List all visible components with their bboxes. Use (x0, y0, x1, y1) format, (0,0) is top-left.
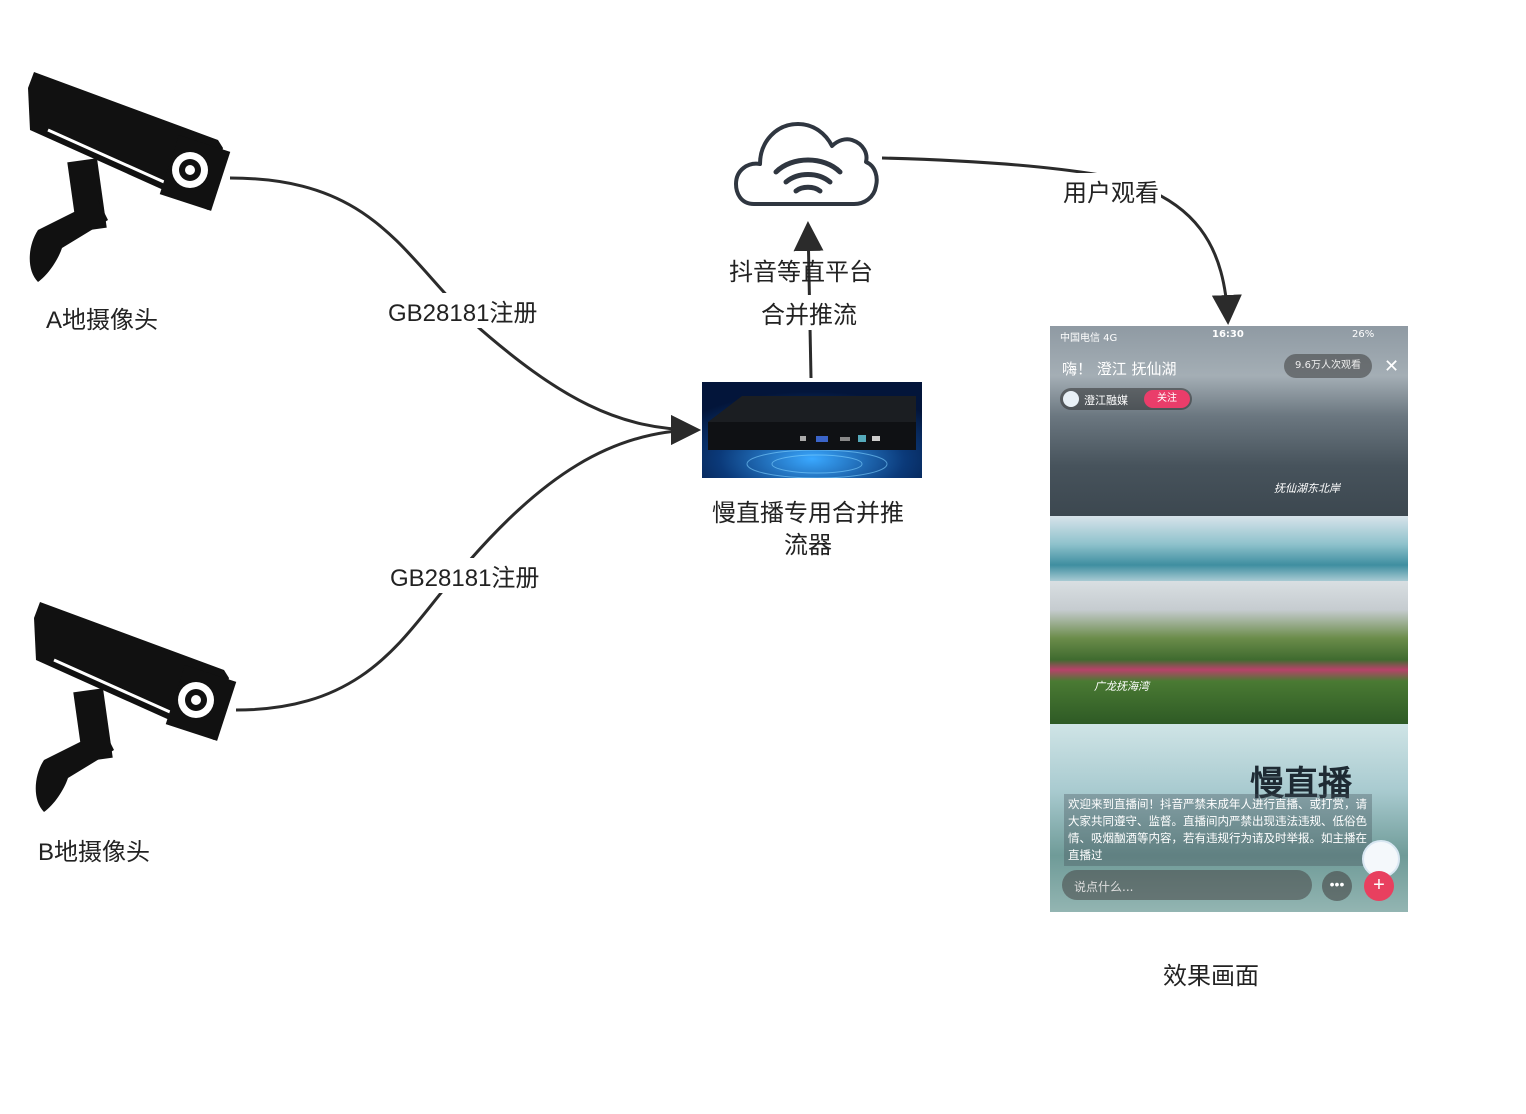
device-image (702, 382, 922, 478)
flower-field-scene (1050, 581, 1408, 724)
device-label: 慢直播专用合并推流器 (712, 500, 904, 559)
close-icon[interactable]: ✕ (1384, 356, 1400, 376)
plus-icon[interactable]: + (1364, 871, 1394, 901)
platform-label: 抖音等直平台 (729, 259, 873, 286)
more-icon[interactable]: ••• (1322, 871, 1352, 901)
camera-b-label: B地摄像头 (38, 839, 151, 866)
result-screenshot: 中国电信 4G 16:30 26% 嗨！ 澄江 抚仙湖 9.6万人次观看 ✕ 澄… (1050, 326, 1408, 912)
result-label: 效果画面 (1163, 963, 1259, 990)
scene-caption-mid: 广龙抚海湾 (1094, 680, 1149, 693)
comment-input[interactable]: 说点什么... (1062, 870, 1312, 900)
carrier-text: 中国电信 4G (1060, 333, 1118, 344)
clock-text: 16:30 (1212, 329, 1244, 340)
account-chip[interactable]: 澄江融媒 关注 (1060, 388, 1192, 410)
account-name: 澄江融媒 (1084, 394, 1128, 407)
edge-label-b: GB28181注册 (388, 558, 542, 593)
cloud-band (1050, 516, 1408, 586)
viewer-count: 9.6万人次观看 (1284, 354, 1372, 378)
camera-a-label: A地摄像头 (46, 307, 159, 334)
edge-label-device-cloud: 合并推流 (759, 295, 859, 330)
follow-button[interactable]: 关注 (1144, 390, 1190, 408)
avatar (1063, 391, 1079, 407)
brand-calligraphy: 慢直播 (1250, 764, 1352, 804)
camera-b-icon (34, 602, 237, 812)
camera-a-icon (28, 72, 231, 282)
edge-label-a: GB28181注册 (386, 293, 540, 328)
scene-caption-top: 抚仙湖东北岸 (1274, 482, 1340, 495)
edge-cloud-to-result (881, 156, 1242, 325)
status-bar: 中国电信 4G 16:30 26% (1050, 326, 1408, 344)
edge-label-cloud-result: 用户观看 (1061, 173, 1161, 208)
cloud-wifi-icon (734, 122, 879, 206)
battery-text: 26% (1352, 329, 1375, 340)
live-title[interactable]: 嗨！ 澄江 抚仙湖 (1062, 360, 1177, 378)
live-notice: 欢迎来到直播间！抖音严禁未成年人进行直播、或打赏，请大家共同遵守、监督。直播间内… (1064, 794, 1372, 866)
comment-placeholder: 说点什么... (1074, 880, 1134, 894)
